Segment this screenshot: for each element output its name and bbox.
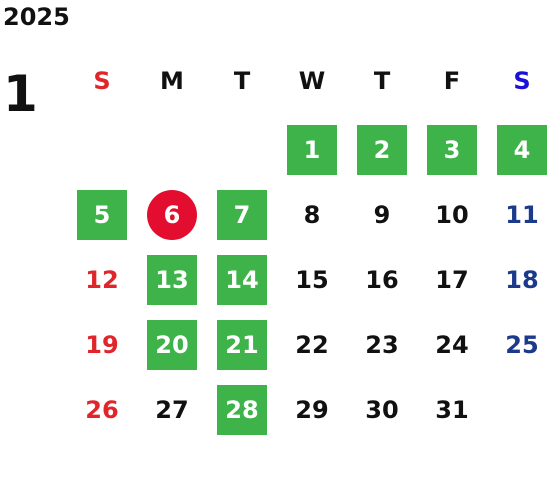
calendar-month: 1 [3, 65, 38, 123]
day-cell[interactable]: 28 [217, 385, 267, 435]
day-cell[interactable]: 21 [217, 320, 267, 370]
calendar-year: 2025 [3, 3, 70, 31]
day-cell[interactable]: 10 [435, 201, 469, 229]
weekday-header: F [443, 67, 461, 95]
day-cell[interactable]: 20 [147, 320, 197, 370]
weekday-header: M [160, 67, 184, 95]
day-cell[interactable]: 13 [147, 255, 197, 305]
day-cell[interactable]: 3 [427, 125, 477, 175]
day-cell[interactable]: 9 [373, 201, 391, 229]
weekday-header: S [93, 67, 111, 95]
day-cell[interactable]: 25 [505, 331, 539, 359]
weekday-header: T [233, 67, 251, 95]
day-cell[interactable]: 14 [217, 255, 267, 305]
day-cell[interactable]: 11 [505, 201, 539, 229]
day-cell[interactable]: 15 [295, 266, 329, 294]
day-cell[interactable]: 1 [287, 125, 337, 175]
day-cell[interactable]: 2 [357, 125, 407, 175]
day-cell[interactable]: 7 [217, 190, 267, 240]
day-cell[interactable]: 16 [365, 266, 399, 294]
day-cell[interactable]: 26 [85, 396, 119, 424]
weekday-header: T [373, 67, 391, 95]
day-cell[interactable]: 4 [497, 125, 547, 175]
day-cell[interactable]: 22 [295, 331, 329, 359]
day-cell[interactable]: 6 [147, 190, 197, 240]
day-cell[interactable]: 31 [435, 396, 469, 424]
day-cell[interactable]: 27 [155, 396, 189, 424]
day-cell[interactable]: 12 [85, 266, 119, 294]
day-cell[interactable]: 17 [435, 266, 469, 294]
day-cell[interactable]: 29 [295, 396, 329, 424]
day-cell[interactable]: 30 [365, 396, 399, 424]
day-cell[interactable]: 5 [77, 190, 127, 240]
weekday-header: S [513, 67, 531, 95]
day-cell[interactable]: 24 [435, 331, 469, 359]
day-cell[interactable]: 18 [505, 266, 539, 294]
weekday-header: W [298, 67, 326, 95]
day-cell[interactable]: 8 [303, 201, 321, 229]
day-cell[interactable]: 23 [365, 331, 399, 359]
day-cell[interactable]: 19 [85, 331, 119, 359]
